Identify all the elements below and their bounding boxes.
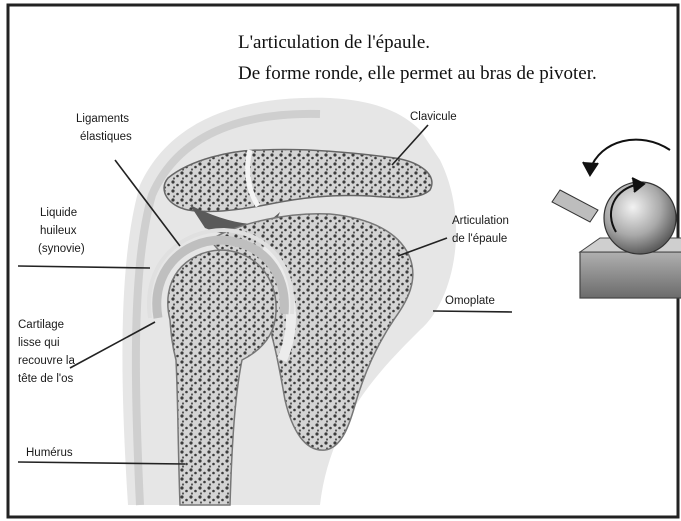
label-omoplate: Omoplate (445, 295, 495, 307)
title-line-1: L'articulation de l'épaule. (238, 32, 430, 53)
label-humerus: Humérus (26, 447, 73, 459)
ball-and-socket-model-icon (552, 182, 681, 298)
label-clavicule: Clavicule (410, 111, 457, 123)
label-articulation: Articulation de l'épaule (452, 215, 512, 245)
title-line-2: De forme ronde, elle permet au bras de p… (238, 63, 597, 84)
label-ligaments: Ligaments élastiques (76, 113, 132, 143)
label-liquide: Liquide huileux (synovie) (38, 207, 85, 255)
label-cartilage: Cartilage lisse qui recouvre la tête de … (18, 319, 78, 385)
